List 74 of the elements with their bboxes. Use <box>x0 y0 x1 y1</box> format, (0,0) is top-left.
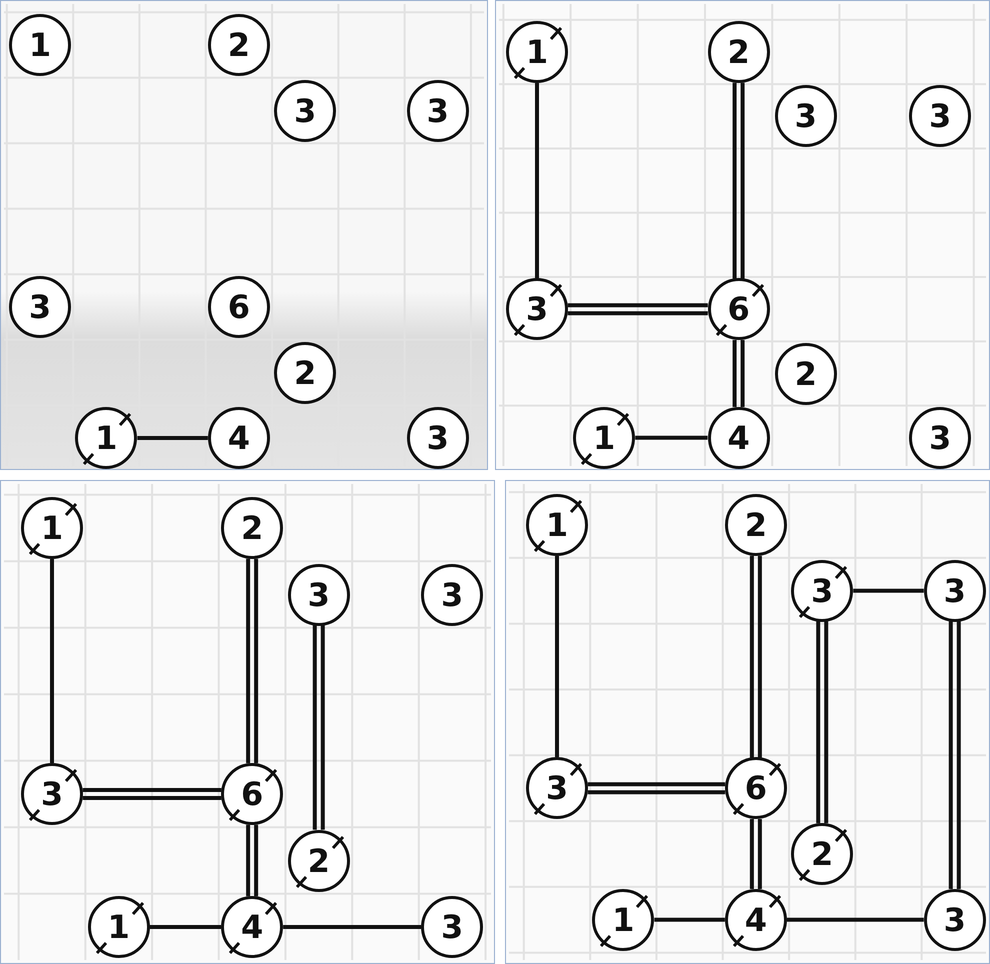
island-number: 1 <box>28 26 52 64</box>
bridge-line <box>816 622 820 824</box>
bridge-line <box>588 782 726 786</box>
island-number: 3 <box>811 572 834 610</box>
island-number: 3 <box>794 97 817 136</box>
island-number: 6 <box>228 288 250 326</box>
bridge-line <box>320 625 325 830</box>
island-number: 1 <box>108 908 130 946</box>
bridge-line <box>948 622 953 890</box>
island-number: 1 <box>612 900 634 939</box>
island-number: 2 <box>811 835 834 873</box>
island-number: 4 <box>228 419 250 457</box>
island-number: 1 <box>95 419 118 457</box>
bridge-line <box>732 340 737 408</box>
bridge-line <box>82 796 222 800</box>
bridge-line <box>568 311 708 316</box>
bridge-line <box>254 824 258 896</box>
bridge-line <box>758 818 762 890</box>
bridge-line <box>956 622 961 890</box>
island-number: 4 <box>744 900 768 939</box>
island-number: 3 <box>40 775 64 813</box>
bridge-line <box>246 824 250 896</box>
island-number: 3 <box>426 92 449 130</box>
bridge-line <box>535 83 539 278</box>
bridge-line <box>82 788 222 792</box>
bridge-line <box>853 588 924 593</box>
bridge-line <box>824 622 828 824</box>
bridge-line <box>246 558 250 764</box>
island-number: 3 <box>441 908 464 946</box>
island-number: 3 <box>546 769 568 808</box>
bridge-line <box>750 556 754 758</box>
island-number: 2 <box>240 509 264 547</box>
island-number: 1 <box>546 506 568 544</box>
island-number: 3 <box>441 576 464 614</box>
bridge-line <box>555 556 559 758</box>
bridge-line <box>635 436 708 440</box>
island-number: 2 <box>308 842 330 880</box>
island-number: 3 <box>294 92 316 130</box>
island-number: 1 <box>593 418 616 457</box>
island-number: 2 <box>744 506 768 544</box>
bridge-line <box>786 918 924 922</box>
island-number: 3 <box>944 572 966 610</box>
island-number: 3 <box>308 576 330 614</box>
island-number: 3 <box>929 97 952 136</box>
bridge-line <box>150 925 222 929</box>
island-number: 2 <box>727 33 750 71</box>
bridge-line <box>750 818 754 890</box>
bridge-line <box>758 556 762 758</box>
bridge-line <box>740 82 745 278</box>
bridge-line <box>568 303 708 308</box>
island-number: 2 <box>794 354 817 392</box>
island-number: 3 <box>426 419 449 457</box>
bridge-line <box>312 625 317 830</box>
bridge-line <box>588 790 726 794</box>
bridge-line <box>283 925 422 929</box>
island-number: 4 <box>240 908 264 946</box>
island-number: 2 <box>228 26 250 64</box>
island-number: 6 <box>240 775 264 813</box>
island-number: 6 <box>744 769 768 808</box>
bridge-line <box>732 82 737 278</box>
island-number: 2 <box>294 354 316 392</box>
island-number: 6 <box>727 290 750 328</box>
island-number: 1 <box>526 33 548 71</box>
island-number: 3 <box>526 290 548 328</box>
island-number: 1 <box>40 509 64 547</box>
bridge-line <box>740 340 745 408</box>
island-number: 3 <box>28 288 52 326</box>
bridge-line <box>654 918 725 922</box>
bridge-line <box>254 558 258 764</box>
bridge-line <box>50 559 54 763</box>
island-number: 4 <box>727 418 750 457</box>
island-number: 3 <box>944 900 966 939</box>
bridge-line <box>137 436 208 440</box>
island-number: 3 <box>929 418 952 457</box>
